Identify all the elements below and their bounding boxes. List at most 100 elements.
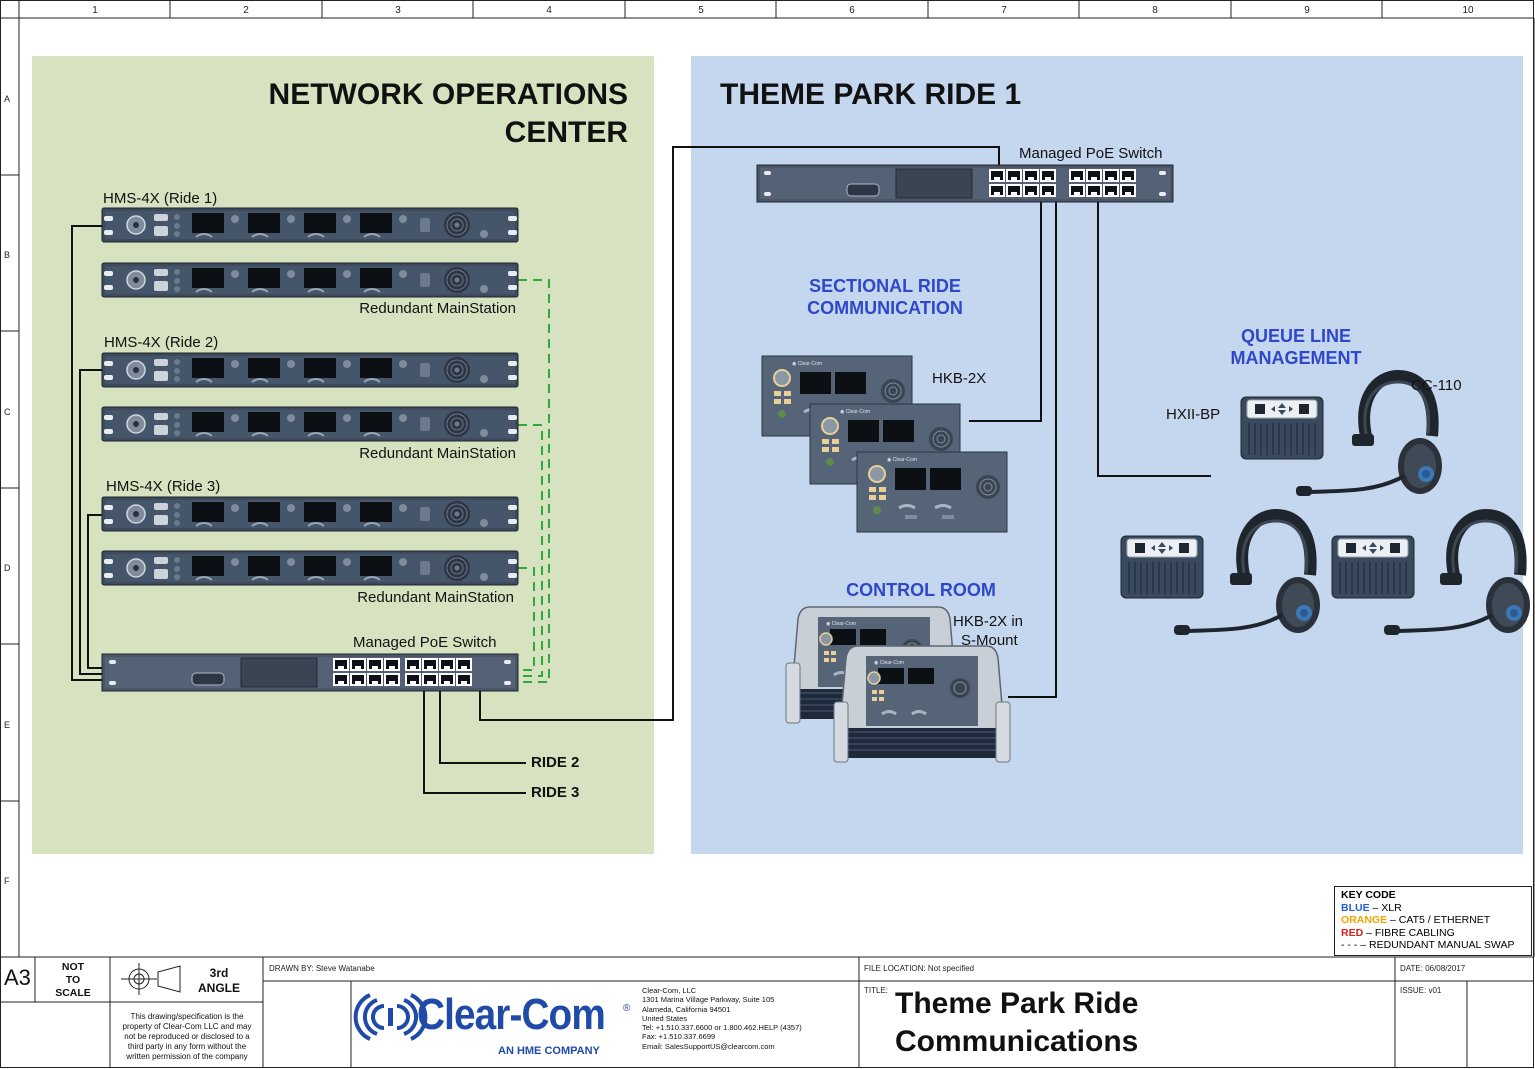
column-number: 8 xyxy=(1152,5,1158,16)
redundant-mainstation-label: Redundant MainStation xyxy=(359,445,516,462)
control-room-heading: CONTROL ROOM xyxy=(846,580,996,600)
row-letter: B xyxy=(4,250,11,260)
key-red-row: RED – FIBRE CABLING xyxy=(1341,927,1525,940)
column-number: 4 xyxy=(546,5,552,16)
hxii-bp-label: HXII-BP xyxy=(1166,406,1221,423)
hkb-2x-smount-label-line2: S-Mount xyxy=(961,632,1018,649)
hkb-2x-smount-2 xyxy=(832,644,1012,764)
hms-4x-ride3-redundant xyxy=(101,550,519,586)
hkb-2x-label: HKB-2X xyxy=(932,370,987,387)
hms-4x-ride2-label: HMS-4X (Ride 2) xyxy=(104,334,219,351)
key-blue-text: – XLR xyxy=(1369,901,1402,914)
file-location: FILE LOCATION: Not specified xyxy=(864,964,975,973)
hms-4x-ride1-label: HMS-4X (Ride 1) xyxy=(103,190,218,207)
noc-title-line2: CENTER xyxy=(504,116,628,149)
drawn-by: DRAWN BY: Steve Watanabe xyxy=(269,964,375,973)
title-label: TITLE: xyxy=(864,986,889,995)
queue-line-heading-line1: QUEUE LINE xyxy=(1240,326,1351,346)
hms-4x-ride3 xyxy=(101,496,519,532)
notice-line: not be reproduced or disclosed to a xyxy=(124,1032,250,1041)
company-line: Fax: +1.510.337.6699 xyxy=(642,1032,716,1042)
company-line: Tel: +1.510.337.6600 or 1.800.462.HELP (… xyxy=(642,1023,802,1033)
hkb-2x-smount-label-line1: HKB-2X in xyxy=(953,613,1024,630)
ride-3-label: RIDE 3 xyxy=(531,784,580,801)
row-letter: D xyxy=(4,563,11,573)
drawing-date: DATE: 06/08/2017 xyxy=(1400,964,1466,973)
clear-com-logo-icon xyxy=(353,993,428,1041)
column-number: 5 xyxy=(698,5,704,16)
ride1-switch-label: Managed PoE Switch xyxy=(1019,145,1163,162)
scale-line3: SCALE xyxy=(55,987,91,999)
angle-line2: ANGLE xyxy=(198,981,240,995)
company-line: United States xyxy=(642,1013,688,1023)
hms-4x-ride1-redundant xyxy=(101,262,519,298)
drawing-title-line1: Theme Park Ride xyxy=(895,987,1139,1020)
drawing-title-line2: Communications xyxy=(895,1025,1139,1058)
column-number: 2 xyxy=(243,5,249,16)
key-red-text: – FIBRE CABLING xyxy=(1363,926,1455,939)
column-number: 7 xyxy=(1001,5,1007,16)
company-line: Clear-Com, LLC xyxy=(642,986,697,995)
noc-title-line1: NETWORK OPERATIONS xyxy=(268,78,628,111)
key-red-word: RED xyxy=(1341,926,1364,939)
noc-poe-switch xyxy=(101,653,519,692)
row-letter: C xyxy=(4,407,11,417)
angle-line1: 3rd xyxy=(209,966,229,980)
logo-subtitle: AN HME COMPANY xyxy=(498,1045,600,1057)
sectional-ride-heading-line1: SECTIONAL RIDE xyxy=(809,276,961,296)
drawing-issue: ISSUE: v01 xyxy=(1400,986,1442,995)
ride1-poe-switch xyxy=(756,164,1174,203)
noc-switch-label: Managed PoE Switch xyxy=(353,634,497,651)
notice-line: third party in any form without the xyxy=(127,1042,247,1051)
ride1-title: THEME PARK RIDE 1 xyxy=(720,78,1022,111)
key-orange-word: ORANGE xyxy=(1341,914,1388,927)
queue-line-heading-line2: MANAGEMENT xyxy=(1230,348,1362,368)
clear-com-logo-text: Clear-Com xyxy=(417,990,606,1039)
hxii-bp-beltpack-2 xyxy=(1120,535,1204,599)
hkb-2x-panel-3 xyxy=(855,450,1009,534)
company-address: Clear-Com, LLC 1301 Marina Village Parkw… xyxy=(642,986,802,1051)
row-letter: F xyxy=(4,876,10,886)
scale-line1: NOT xyxy=(61,961,85,973)
company-line: 1301 Marina Village Parkway, Suite 105 xyxy=(642,995,775,1005)
key-orange-row: ORANGE – CAT5 / ETHERNET xyxy=(1341,914,1525,927)
column-number: 6 xyxy=(849,5,855,16)
column-number: 3 xyxy=(395,5,401,16)
company-line: Email: SalesSupportUS@clearcom.com xyxy=(642,1041,775,1051)
notice-line: written permission of the company xyxy=(126,1052,248,1061)
sectional-ride-heading-line2: COMMUNICATION xyxy=(807,298,963,318)
hms-4x-ride2-redundant xyxy=(101,406,519,442)
third-angle-projection-icon xyxy=(121,963,181,995)
redundant-mainstation-label: Redundant MainStation xyxy=(357,589,514,606)
key-blue-word: BLUE xyxy=(1341,901,1370,914)
notice-line: property of Clear-Com LLC and may xyxy=(122,1022,252,1031)
column-number: 9 xyxy=(1304,5,1310,16)
scale-line2: TO xyxy=(65,974,81,986)
copyright-notice: This drawing/specification is the proper… xyxy=(111,1012,263,1062)
company-line: Alameda, California 94501 xyxy=(642,1004,731,1014)
ride-2-label: RIDE 2 xyxy=(531,754,580,771)
hxii-bp-beltpack-1 xyxy=(1240,396,1324,460)
hms-4x-ride2 xyxy=(101,352,519,388)
key-orange-text: – CAT5 / ETHERNET xyxy=(1387,914,1491,927)
cc-110-label: CC-110 xyxy=(1411,377,1462,394)
key-code-title: KEY CODE xyxy=(1341,889,1396,901)
column-number: 1 xyxy=(92,5,98,16)
notice-line: This drawing/specification is the xyxy=(130,1012,244,1021)
third-angle-label: 3rd ANGLE xyxy=(186,966,252,996)
row-letter: E xyxy=(4,720,11,730)
row-letter: A xyxy=(4,94,11,104)
not-to-scale: NOT TO SCALE xyxy=(36,961,110,1000)
noc-zone xyxy=(32,56,654,854)
key-dash-row: - - - – REDUNDANT MANUAL SWAP xyxy=(1341,939,1515,952)
column-number: 10 xyxy=(1462,5,1474,16)
hms-4x-ride3-label: HMS-4X (Ride 3) xyxy=(106,478,221,495)
hxii-bp-beltpack-3 xyxy=(1331,535,1415,599)
hms-4x-ride1 xyxy=(101,207,519,243)
key-blue-row: BLUE – XLR xyxy=(1341,902,1525,915)
logo-registered-mark: ® xyxy=(623,1003,631,1014)
sheet-size: A3 xyxy=(4,965,31,990)
redundant-mainstation-label: Redundant MainStation xyxy=(359,300,516,317)
